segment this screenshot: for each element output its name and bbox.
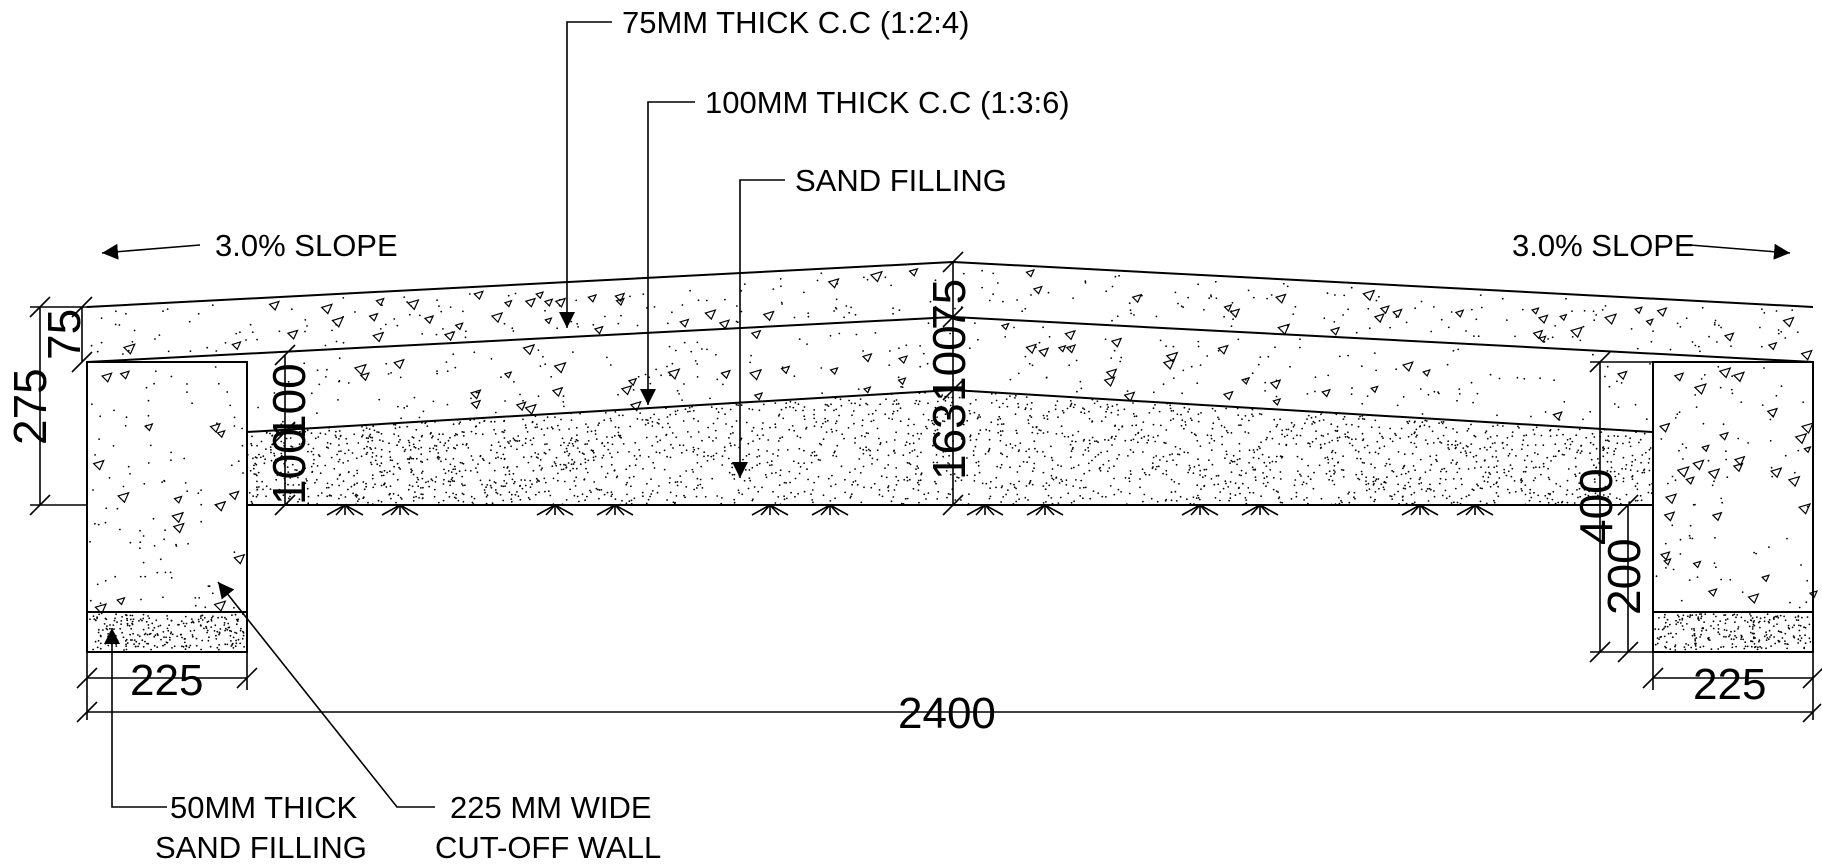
dim-right-upper: 400 [1570,468,1622,545]
left-cutoff-wall [86,361,248,653]
dim-left-top: 75 [38,309,90,360]
dim-footing-right: 225 [1693,660,1766,709]
dim-center-mid: 100 [923,325,975,402]
right-cutoff-wall [1652,361,1814,653]
earth-hatch [326,504,1494,516]
dim-center-top: 75 [923,279,975,330]
concrete-hatch [89,267,1819,615]
dim-left-lower: 100 [263,428,315,505]
label-slope-right: 3.0% SLOPE [1512,228,1695,263]
label-cutoff-line2: CUT-OFF WALL [435,830,661,865]
label-sand-filling: SAND FILLING [795,163,1007,198]
dim-left-total: 275 [4,368,56,445]
label-slope-left: 3.0% SLOPE [215,228,398,263]
label-cutoff-line1: 225 MM WIDE [450,790,652,825]
dim-left-inner: 100 [263,363,315,440]
dimension-lines [29,251,1822,723]
dim-footing-left: 225 [130,656,203,705]
dim-right-lower: 200 [1598,538,1650,615]
label-cc-100: 100MM THICK C.C (1:3:6) [705,85,1070,120]
dim-center-sand: 163 [923,403,975,480]
label-sand-50-line2: SAND FILLING [155,830,367,865]
sand-hatch [89,391,1812,651]
callout-leaders [101,21,1791,808]
dim-overall: 2400 [898,689,996,738]
label-cc-75: 75MM THICK C.C (1:2:4) [622,5,969,40]
label-sand-50-line1: 50MM THICK [170,790,358,825]
